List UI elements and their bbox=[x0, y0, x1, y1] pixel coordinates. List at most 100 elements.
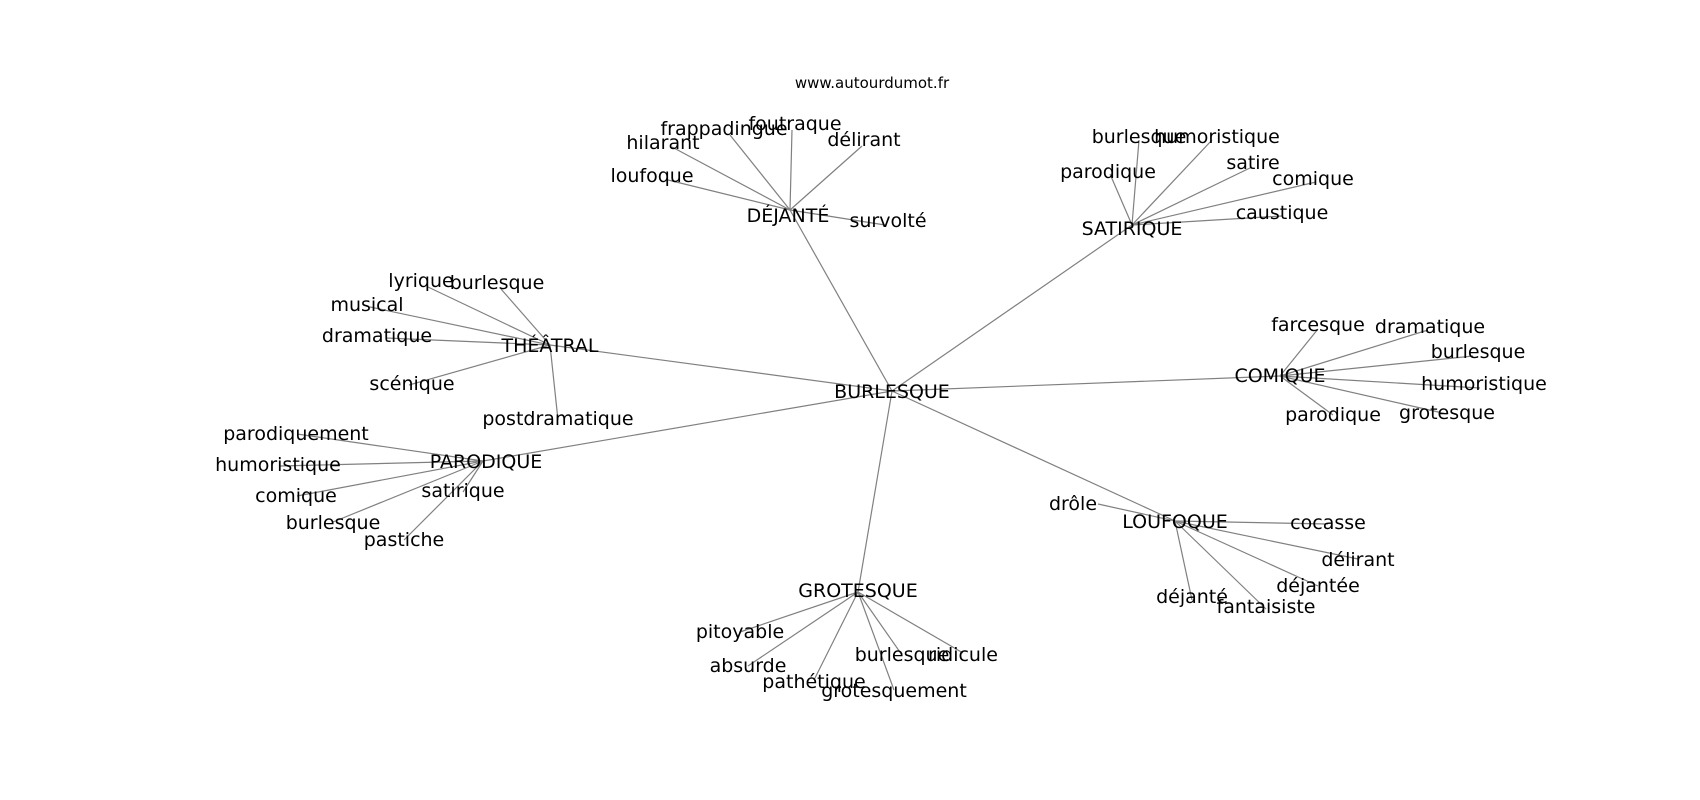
leaf-node-grotesque-grotesquement[interactable]: grotesquement bbox=[821, 680, 967, 702]
leaf-node-dejante-delirant[interactable]: délirant bbox=[827, 129, 900, 151]
edge-grotesque-ridicule bbox=[857, 591, 964, 654]
edge-root-loufoque bbox=[891, 390, 1176, 522]
leaf-node-parodique-pastiche[interactable]: pastiche bbox=[364, 529, 445, 551]
leaf-node-theatral-dramatique[interactable]: dramatique bbox=[322, 325, 432, 347]
leaf-node-grotesque-ridicule[interactable]: ridicule bbox=[928, 644, 998, 666]
leaf-node-satirique-caustique[interactable]: caustique bbox=[1236, 202, 1329, 224]
edge-parodique-comique bbox=[296, 460, 484, 497]
edge-parodique-satirique bbox=[462, 460, 484, 493]
leaf-node-loufoque-cocasse[interactable]: cocasse bbox=[1290, 512, 1366, 534]
leaf-node-loufoque-fantaisiste[interactable]: fantaisiste bbox=[1217, 596, 1316, 618]
hub-node-satirique[interactable]: SATIRIQUE bbox=[1082, 218, 1183, 240]
edge-grotesque-absurde bbox=[747, 591, 859, 667]
edge-dejante-delirant bbox=[789, 145, 863, 211]
edge-grotesque-pathetique bbox=[813, 591, 859, 681]
leaf-node-satirique-humoristique[interactable]: humoristique bbox=[1154, 126, 1280, 148]
leaf-node-theatral-lyrique[interactable]: lyrique bbox=[388, 270, 453, 292]
edge-loufoque-dejante bbox=[1174, 520, 1193, 601]
hub-node-theatral[interactable]: THÉÂTRAL bbox=[500, 334, 598, 357]
leaf-node-parodique-comique[interactable]: comique bbox=[255, 485, 337, 507]
edge-satirique-parodique bbox=[1109, 173, 1133, 226]
edges-layer bbox=[279, 129, 1481, 691]
edge-dejante-survolte bbox=[789, 209, 886, 226]
leaf-node-grotesque-burlesque[interactable]: burlesque bbox=[855, 644, 950, 666]
hub-node-parodique[interactable]: PARODIQUE bbox=[430, 451, 543, 473]
hub-node-loufoque[interactable]: LOUFOQUE bbox=[1122, 511, 1228, 533]
leaf-node-theatral-musical[interactable]: musical bbox=[330, 294, 403, 316]
leaf-node-dejante-foutraque[interactable]: foutraque bbox=[748, 113, 841, 135]
edge-theatral-scenique bbox=[408, 344, 551, 386]
hub-node-dejante[interactable]: DÉJANTÉ bbox=[747, 204, 830, 227]
edge-theatral-dramatique bbox=[385, 337, 551, 346]
leaf-node-comique-burlesque[interactable]: burlesque bbox=[1431, 341, 1526, 363]
edge-parodique-pastiche bbox=[403, 460, 484, 541]
hub-node-comique[interactable]: COMIQUE bbox=[1234, 365, 1325, 387]
edge-root-theatral bbox=[549, 344, 893, 392]
leaf-node-comique-humoristique[interactable]: humoristique bbox=[1421, 373, 1547, 395]
edge-satirique-burlesque bbox=[1131, 139, 1140, 226]
leaf-node-satirique-burlesque[interactable]: burlesque bbox=[1092, 126, 1187, 148]
leaf-node-grotesque-pitoyable[interactable]: pitoyable bbox=[696, 621, 784, 643]
edge-grotesque-burlesque bbox=[857, 591, 903, 656]
edge-dejante-frappadingue bbox=[729, 134, 791, 211]
edge-satirique-caustique bbox=[1131, 215, 1283, 226]
leaf-node-loufoque-dejantee[interactable]: déjantée bbox=[1276, 575, 1360, 597]
edge-theatral-lyrique bbox=[427, 286, 551, 346]
leaf-node-theatral-postdramatique[interactable]: postdramatique bbox=[482, 408, 633, 430]
edge-loufoque-cocasse bbox=[1174, 520, 1329, 525]
edge-parodique-parodiquement bbox=[296, 433, 484, 462]
edge-root-grotesque bbox=[857, 390, 893, 593]
edge-comique-grotesque bbox=[1279, 375, 1448, 415]
leaf-node-parodique-humoristique[interactable]: humoristique bbox=[215, 454, 341, 476]
leaf-node-dejante-loufoque[interactable]: loufoque bbox=[610, 165, 693, 187]
root-node-label[interactable]: BURLESQUE bbox=[834, 381, 950, 403]
edge-satirique-humoristique bbox=[1131, 139, 1213, 226]
hub-node-grotesque[interactable]: GROTESQUE bbox=[798, 580, 917, 602]
source-url: www.autourdumot.fr bbox=[795, 74, 950, 92]
leaf-node-dejante-survolte[interactable]: survolté bbox=[849, 210, 926, 232]
leaf-node-dejante-frappadingue[interactable]: frappadingue bbox=[660, 118, 787, 140]
leaf-node-theatral-scenique[interactable]: scénique bbox=[369, 373, 454, 395]
edge-satirique-satire bbox=[1131, 166, 1253, 226]
edge-root-parodique bbox=[482, 390, 893, 462]
leaf-node-grotesque-absurde[interactable]: absurde bbox=[710, 655, 787, 677]
edge-satirique-comique bbox=[1131, 181, 1317, 226]
leaf-node-dejante-hilarant[interactable]: hilarant bbox=[626, 132, 699, 154]
leaf-node-parodique-satirique[interactable]: satirique bbox=[421, 480, 504, 502]
edge-comique-farcesque bbox=[1279, 328, 1319, 377]
leaf-node-loufoque-drole[interactable]: drôle bbox=[1049, 493, 1097, 515]
edge-loufoque-drole bbox=[1097, 503, 1176, 522]
edge-theatral-burlesque bbox=[500, 288, 551, 346]
leaf-node-theatral-burlesque[interactable]: burlesque bbox=[450, 272, 545, 294]
leaf-node-comique-farcesque[interactable]: farcesque bbox=[1271, 314, 1365, 336]
leaf-node-parodique-burlesque[interactable]: burlesque bbox=[286, 512, 381, 534]
edge-grotesque-pitoyable bbox=[739, 591, 859, 633]
leaf-node-satirique-comique[interactable]: comique bbox=[1272, 168, 1354, 190]
edge-parodique-burlesque bbox=[332, 460, 484, 523]
edge-loufoque-delirant bbox=[1174, 520, 1359, 560]
leaf-node-comique-grotesque[interactable]: grotesque bbox=[1399, 402, 1495, 424]
edge-dejante-loufoque bbox=[667, 179, 791, 211]
leaf-node-parodique-parodiquement[interactable]: parodiquement bbox=[223, 423, 369, 445]
leaf-node-loufoque-dejante[interactable]: déjanté bbox=[1156, 586, 1228, 608]
edge-root-dejante bbox=[789, 209, 893, 392]
edge-dejante-hilarant bbox=[671, 146, 791, 211]
leaf-node-satirique-parodique[interactable]: parodique bbox=[1060, 161, 1156, 183]
leaf-node-grotesque-pathetique[interactable]: pathétique bbox=[762, 671, 865, 693]
edge-comique-dramatique bbox=[1279, 329, 1429, 377]
edge-theatral-musical bbox=[369, 306, 551, 346]
edge-comique-parodique bbox=[1279, 375, 1334, 416]
leaf-node-comique-dramatique[interactable]: dramatique bbox=[1375, 316, 1485, 338]
leaf-node-loufoque-delirant[interactable]: délirant bbox=[1321, 549, 1394, 571]
leaf-node-satirique-satire[interactable]: satire bbox=[1226, 152, 1279, 174]
edge-comique-humoristique bbox=[1279, 375, 1481, 389]
leaf-node-comique-parodique[interactable]: parodique bbox=[1285, 404, 1381, 426]
edge-loufoque-dejantee bbox=[1174, 520, 1319, 587]
edge-root-satirique bbox=[891, 224, 1133, 392]
edge-loufoque-fantaisiste bbox=[1174, 520, 1267, 610]
edge-comique-burlesque bbox=[1279, 355, 1474, 377]
edge-theatral-postdramatique bbox=[549, 344, 559, 421]
